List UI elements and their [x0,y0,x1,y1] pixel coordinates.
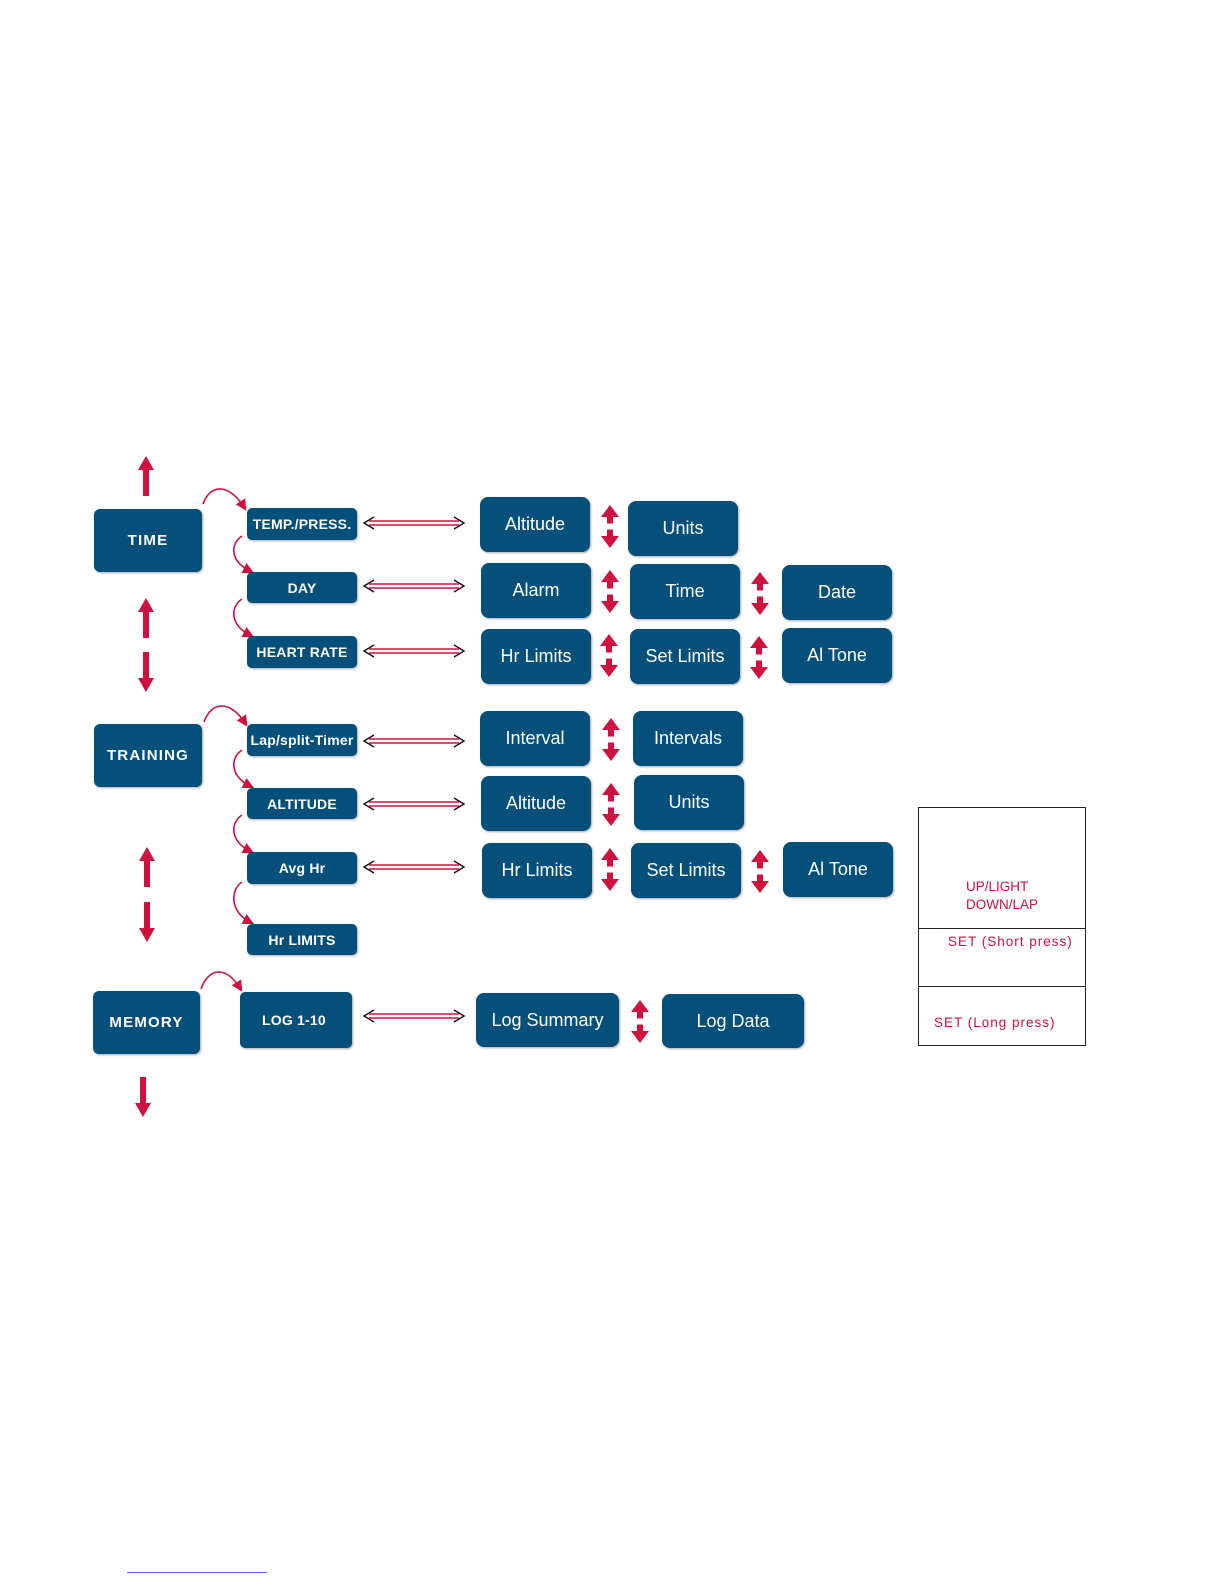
long-press-arrow-icon [454,645,464,657]
long-press-arrow-icon [454,798,464,810]
up-down-arrow-icon [751,850,769,869]
submenu-heart-rate: HEART RATE [247,636,357,668]
up-arrow-icon [138,598,154,638]
legend-down-label: DOWN/LAP [966,897,1038,912]
long-press-arrow-icon [454,580,464,592]
up-arrow-icon [138,456,154,496]
option-al-tone: Al Tone [782,628,892,683]
legend-up-label: UP/LIGHT [966,879,1028,894]
long-press-arrow-icon [454,517,464,529]
option-date: Date [782,565,892,620]
mode-training: TRAINING [94,724,202,787]
curved-arrow-icon [234,750,250,786]
down-arrow-icon [135,1077,151,1117]
option-units: Units [628,501,738,556]
option-set-limits: Set Limits [630,629,740,684]
submenu-temp-press: TEMP./PRESS. [247,508,357,540]
option-hr-limits: Hr Limits [481,629,591,684]
up-down-arrow-icon [750,661,768,680]
up-down-arrow-icon [601,595,619,614]
option-intervals: Intervals [633,711,743,766]
legend-long-press-label: SET (Long press) [934,1015,1056,1030]
up-down-arrow-icon [751,875,769,894]
option-altitude: Altitude [480,497,590,552]
curved-arrow-icon [203,489,244,507]
up-down-arrow-icon [601,530,619,549]
up-down-arrow-icon [751,572,769,591]
option-units-training: Units [634,775,744,830]
submenu-log: LOG 1-10 [240,992,352,1048]
long-press-arrow-icon [364,645,374,657]
down-arrow-icon [139,902,155,942]
curved-arrow-icon [204,706,245,723]
up-down-arrow-icon [601,873,619,892]
long-press-arrow-icon [454,861,464,873]
curved-arrow-icon [234,599,250,635]
up-arrow-icon [139,847,155,887]
option-set-limits-training: Set Limits [631,843,741,898]
up-down-arrow-icon [602,808,620,827]
curved-arrow-icon [234,882,250,922]
option-hr-limits-training: Hr Limits [482,843,592,898]
option-time: Time [630,564,740,619]
submenu-avg-hr: Avg Hr [247,852,357,884]
up-down-arrow-icon [750,636,768,655]
option-log-data: Log Data [662,994,804,1048]
option-log-summary: Log Summary [476,993,619,1047]
up-down-arrow-icon [631,1025,649,1044]
up-down-arrow-icon [602,783,620,802]
long-press-arrow-icon [364,735,374,747]
curved-arrow-icon [234,536,250,571]
up-down-arrow-icon [600,659,618,678]
long-press-arrow-icon [454,1010,464,1022]
legend-short-press-label: SET (Short press) [948,934,1073,949]
option-alarm: Alarm [481,563,591,618]
submenu-lap-split-timer: Lap/split-Timer [247,724,357,756]
down-arrow-icon [138,652,154,692]
submenu-altitude: ALTITUDE [247,788,357,819]
curved-arrow-icon [201,972,240,989]
up-down-arrow-icon [600,634,618,653]
long-press-arrow-icon [364,798,374,810]
curved-arrow-icon [234,815,250,851]
option-al-tone-training: Al Tone [783,842,893,897]
option-altitude-training: Altitude [481,776,591,831]
footer-line [127,1572,267,1573]
up-down-arrow-icon [602,718,620,737]
mode-memory: MEMORY [93,991,200,1054]
long-press-arrow-icon [364,861,374,873]
long-press-arrow-icon [364,517,374,529]
long-press-arrow-icon [364,580,374,592]
submenu-day: DAY [247,572,357,603]
up-down-arrow-icon [601,505,619,524]
long-press-arrow-icon [364,1010,374,1022]
up-down-arrow-icon [601,848,619,867]
up-down-arrow-icon [602,743,620,762]
mode-time: TIME [94,509,202,572]
up-down-arrow-icon [601,570,619,589]
up-down-arrow-icon [751,597,769,616]
long-press-arrow-icon [454,735,464,747]
up-down-arrow-icon [631,1000,649,1019]
option-interval: Interval [480,711,590,766]
submenu-hr-limits: Hr LIMITS [247,924,357,955]
